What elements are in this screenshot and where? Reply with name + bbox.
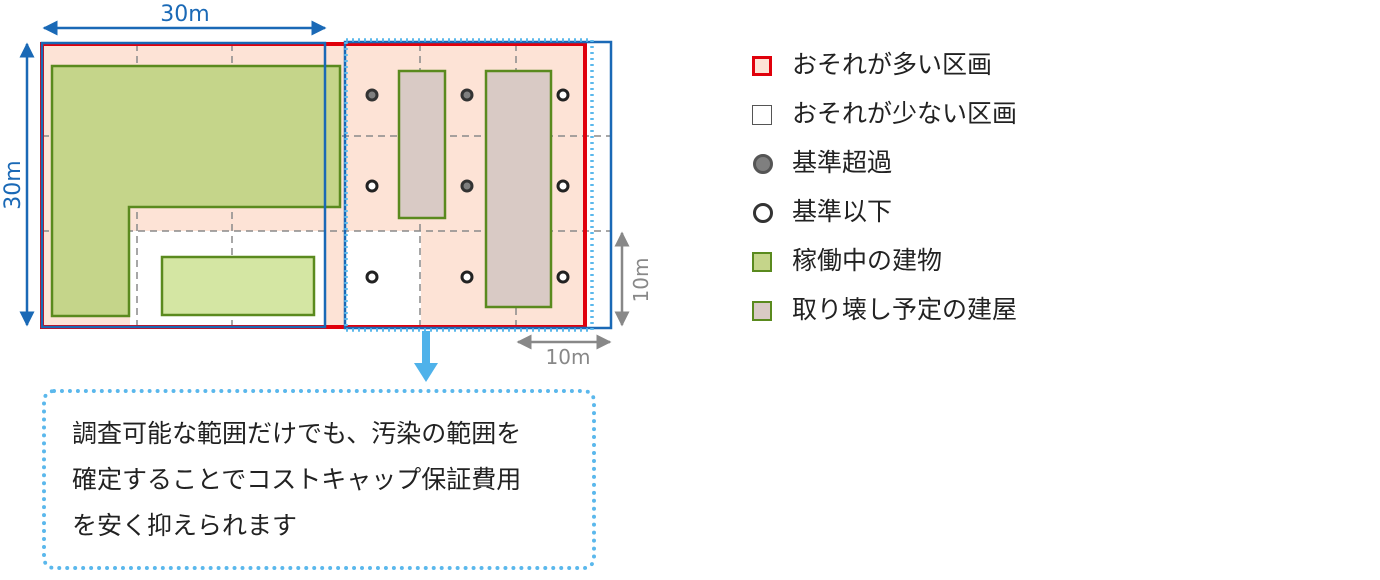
- callout-line: を安く抑えられます: [72, 511, 298, 540]
- sample-point-below: [556, 88, 570, 102]
- sample-point-exceeds: [460, 179, 474, 193]
- demolition-building-narrow: [397, 69, 447, 220]
- sample-point-exceeds: [460, 88, 474, 102]
- sample-point-below: [460, 270, 474, 284]
- callout-arrow-shaft: [422, 331, 430, 365]
- bottom-dimension-label: 10m: [546, 345, 591, 369]
- left-dimension-label: 30m: [1, 160, 26, 209]
- sample-point-below: [556, 270, 570, 284]
- high-risk-swatch-icon: [752, 56, 772, 76]
- callout-text: 調査可能な範囲だけでも、汚染の範囲を 確定することでコストキャップ保証費用 を安…: [72, 411, 521, 549]
- sampling-points: [365, 88, 570, 284]
- active-building-l-shape: [50, 64, 342, 318]
- site-boundary-right: [343, 40, 613, 330]
- survey-area-dotted: [344, 38, 594, 332]
- active-building-swatch-icon: [752, 252, 772, 272]
- demolition-building-swatch-icon: [752, 301, 772, 321]
- demolition-building-tall: [484, 69, 553, 309]
- legend-label: 基準超過: [792, 148, 893, 177]
- callout-arrow-head: [414, 363, 438, 382]
- low-risk-swatch-icon: [752, 105, 772, 125]
- sample-point-exceeds: [365, 88, 379, 102]
- legend-label: 基準以下: [792, 197, 893, 226]
- right-dimension-label: 10m: [629, 258, 653, 303]
- legend-label: おそれが少ない区画: [792, 99, 1018, 128]
- exceeds-dot-icon: [753, 154, 773, 174]
- site-boundary-left: [40, 41, 327, 329]
- low-risk-cell-right: [345, 231, 421, 327]
- active-building-small: [160, 255, 316, 317]
- sample-point-below: [556, 179, 570, 193]
- sample-point-below: [365, 270, 379, 284]
- callout-line: 確定することでコストキャップ保証費用: [72, 465, 522, 494]
- sample-point-below: [365, 179, 379, 193]
- callout-box: 調査可能な範囲だけでも、汚染の範囲を 確定することでコストキャップ保証費用 を安…: [42, 389, 596, 570]
- legend-label: おそれが多い区画: [792, 50, 993, 79]
- top-dimension-label: 30m: [160, 2, 209, 27]
- callout-line: 調査可能な範囲だけでも、汚染の範囲を: [72, 419, 522, 448]
- below-dot-icon: [753, 203, 773, 223]
- legend-label: 取り壊し予定の建屋: [792, 295, 1018, 324]
- legend-label: 稼働中の建物: [792, 246, 943, 275]
